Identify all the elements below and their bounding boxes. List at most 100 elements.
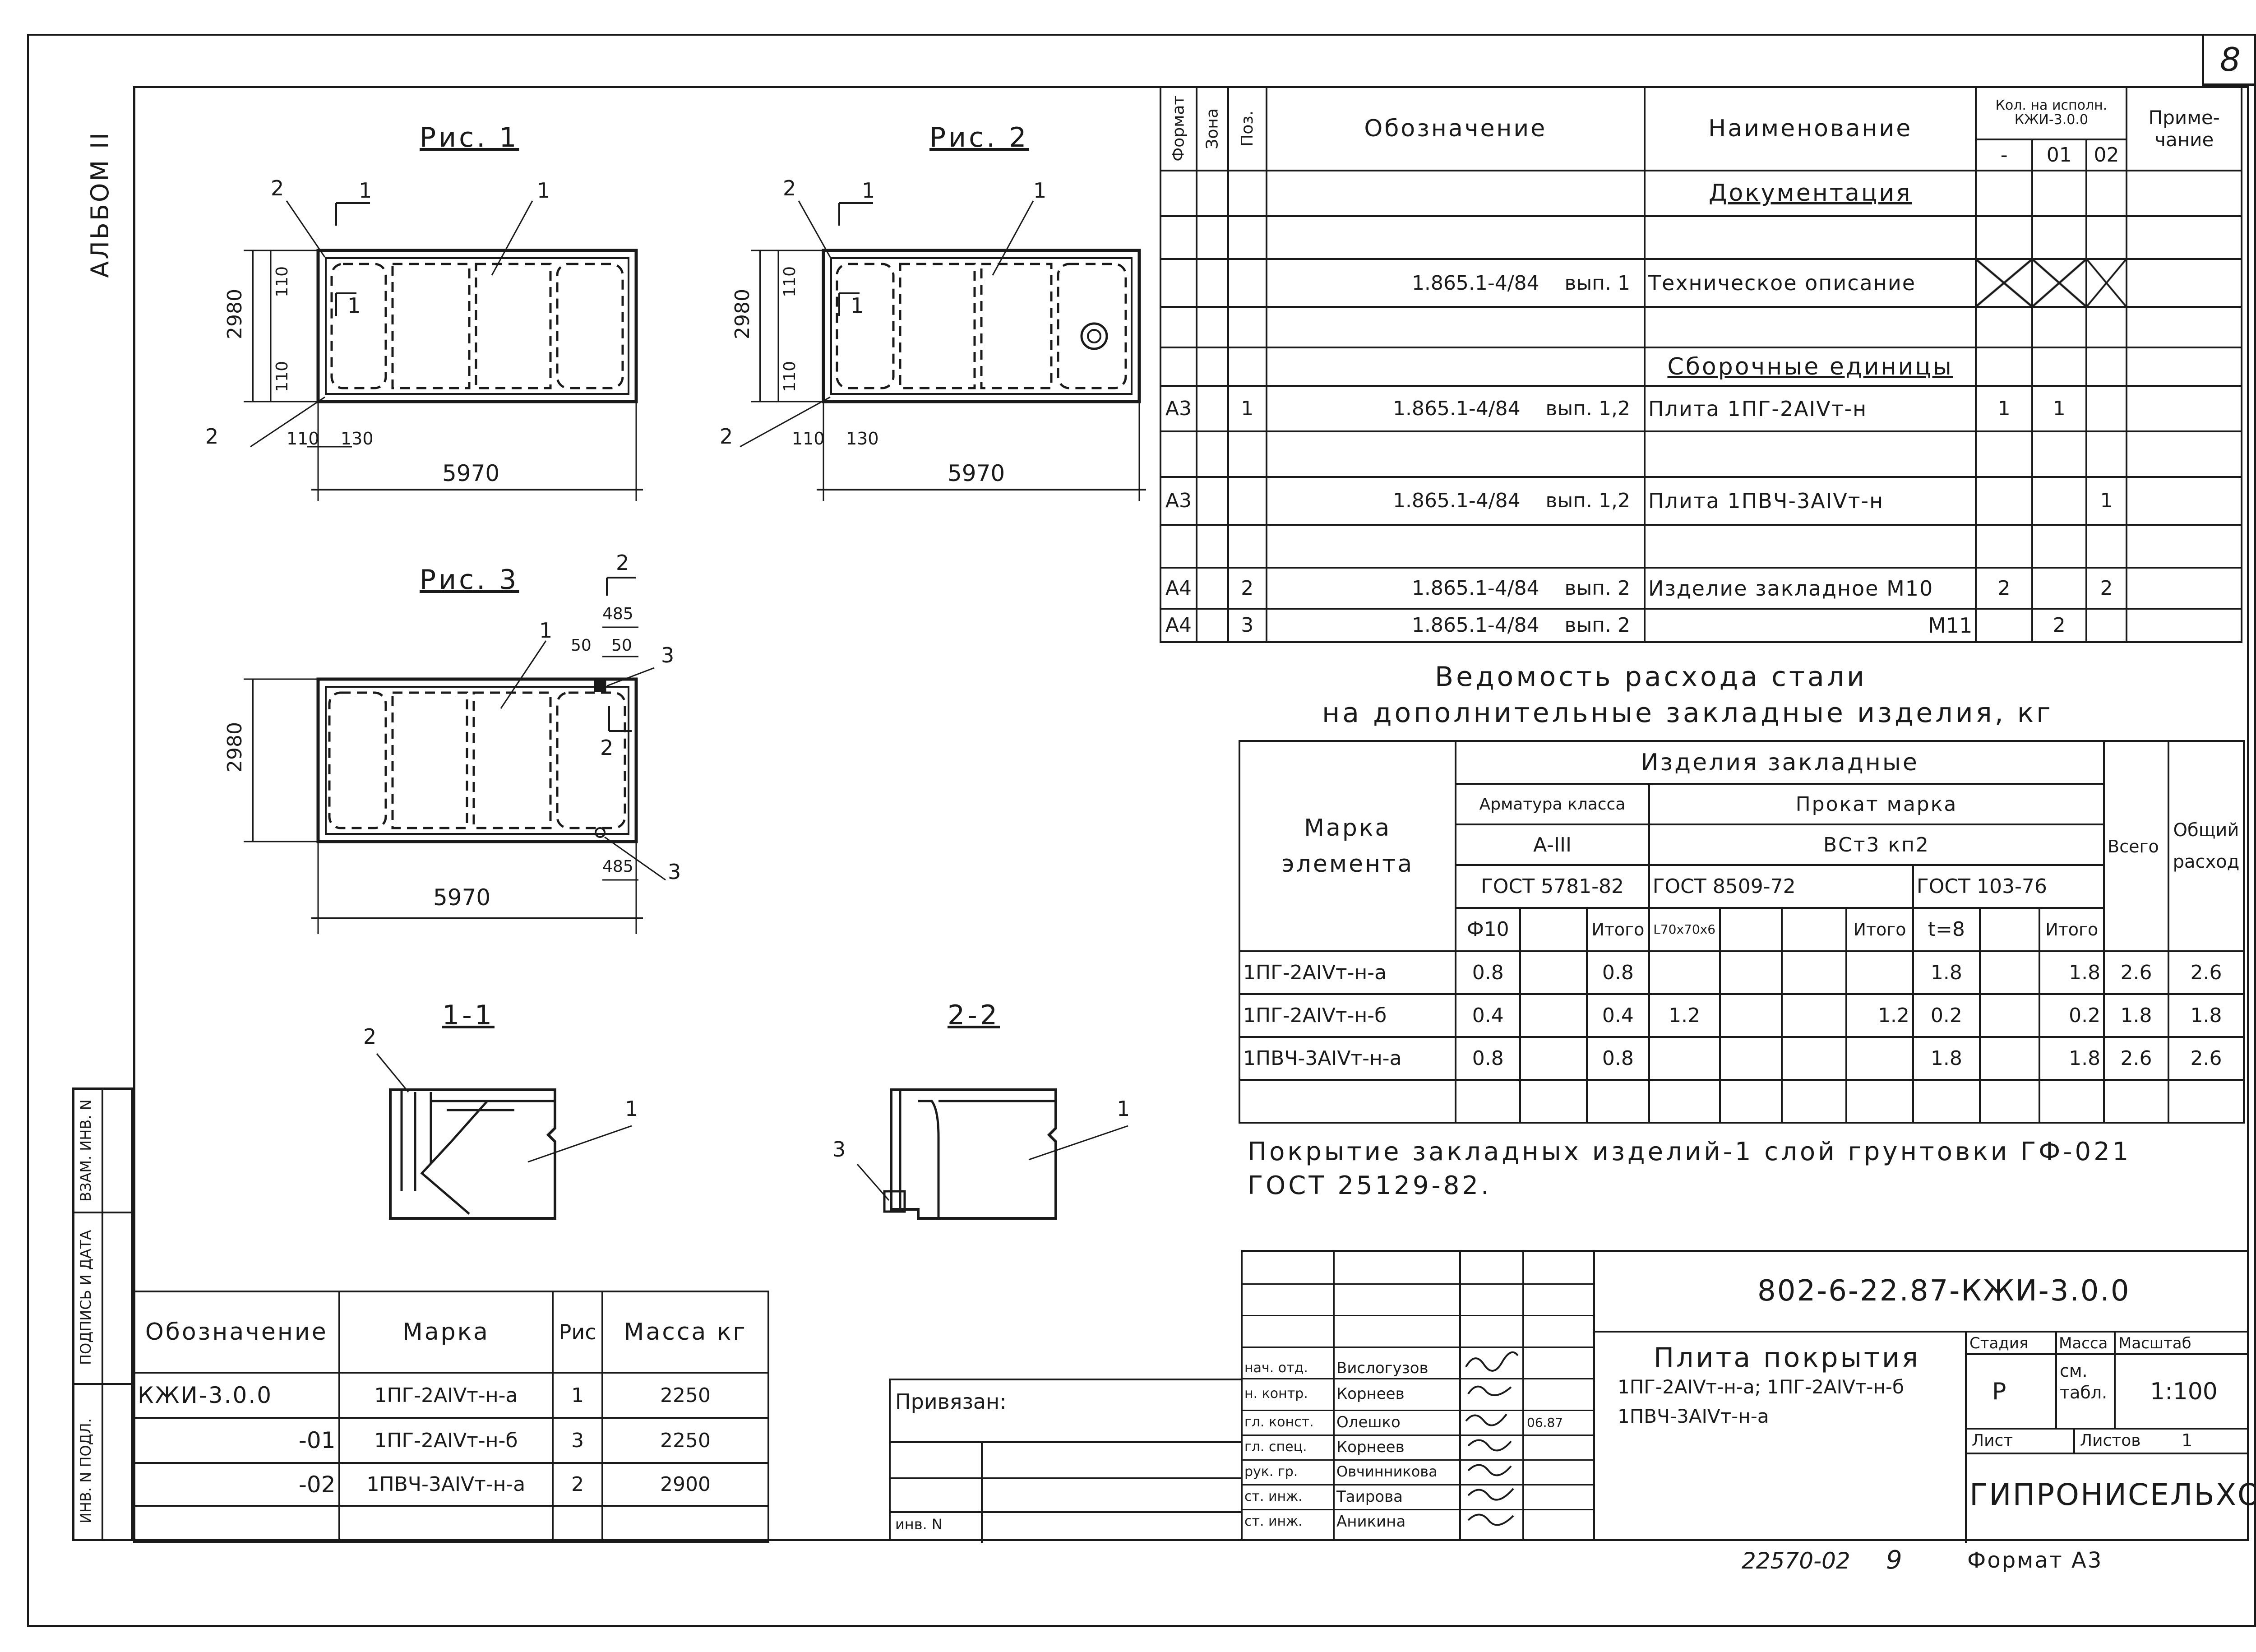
fig3-callout-5: 3	[668, 860, 681, 884]
steel-ci: 1.8	[2039, 950, 2105, 995]
steel-tot: 2.6	[2103, 950, 2169, 995]
spec-des: 1.865.1-4/84	[1392, 489, 1521, 513]
steel-ci: 1.8	[2039, 1036, 2105, 1081]
approval-date: 06.87	[1527, 1415, 1563, 1430]
fig2-slab	[822, 249, 1141, 403]
spec-des: 1.865.1-4/84	[1411, 614, 1539, 637]
steel-b: 1.2	[1648, 993, 1721, 1038]
fig2-dim-length: 5970	[948, 460, 1005, 486]
steel-h-mark: Марка элемента	[1238, 740, 1457, 952]
var-row-3: -02 1ПВЧ-3АIVт-н-а 2 2900	[133, 1462, 769, 1507]
var-fig: 3	[552, 1417, 604, 1464]
var-h-des: Обозначение	[133, 1291, 340, 1374]
fig2-callout-5: 1	[1033, 178, 1047, 203]
steel-h-itogo-a: Итого	[1586, 907, 1650, 952]
steel-title-2: на дополнительные закладные изделия, кг	[1322, 697, 2053, 729]
spec-issue: вып. 1,2	[1545, 489, 1630, 513]
section-2-2-title: 2-2	[948, 1000, 1000, 1031]
title-sheets: 1	[2182, 1430, 2193, 1450]
spec-issue: вып. 2	[1564, 614, 1630, 637]
fig3-callout-3: 3	[661, 643, 675, 667]
fig1-callout-1: 1	[359, 178, 372, 203]
spec-pos: 3	[1227, 607, 1267, 643]
steel-tot: 1.8	[2103, 993, 2169, 1038]
steel-c: 0.2	[1912, 993, 1981, 1038]
sec11-callout-1: 1	[625, 1097, 638, 1121]
var-des: -02	[133, 1462, 340, 1507]
steel-row-1: 1ПГ-2АIVт-н-а 0.8 0.8 1.8 1.8 2.6 2.6	[1238, 950, 2245, 995]
stamp-original-inv: ИНВ. N ПОДЛ.	[77, 1418, 94, 1524]
spec-pos	[1227, 476, 1267, 526]
steel-c: 1.8	[1912, 950, 1981, 995]
approval-role: рук. гр.	[1244, 1464, 1298, 1480]
fig2-dim-edge: 110	[792, 429, 825, 449]
approval-name: Вислогузов	[1336, 1359, 1428, 1377]
spec-q2	[2085, 385, 2128, 432]
spec-section-docs: Документация	[1643, 169, 1977, 217]
title-block: 802-6-22.87-КЖИ-3.0.0 Плита покрытия 1ПГ…	[1595, 1250, 2256, 1543]
steel-c: 1.8	[1912, 1036, 1981, 1081]
steel-ai: 0.8	[1586, 950, 1650, 995]
fig2-callout-4: 2	[720, 424, 733, 449]
var-fig: 1	[552, 1372, 604, 1419]
section-1-1	[389, 1088, 556, 1220]
sec22-callout-3: 3	[832, 1137, 846, 1161]
approval-name: Олешко	[1336, 1413, 1401, 1431]
steel-bi	[1845, 1036, 1914, 1081]
fig3-callout-4: 2	[600, 736, 614, 760]
spec-row-docs: 1.865.1-4/84 вып. 1 Техническое описание	[1160, 258, 2242, 308]
steel-table: Марка элемента Изделия закладные Всего О…	[1238, 740, 2245, 1124]
spec-q2	[2085, 607, 2128, 643]
fig3-dim-bottom: 485	[602, 857, 633, 876]
title-mass: см. табл.	[2060, 1361, 2108, 1402]
spec-table: Формат Зона Поз. Обозначение Наименовани…	[1160, 86, 2242, 643]
spec-h-q1: 01	[2031, 138, 2087, 171]
spec-h-q0: -	[1975, 138, 2033, 171]
var-mark: 1ПГ-2АIVт-н-а	[338, 1372, 554, 1419]
steel-h-gost-c: ГОСТ 103-76	[1912, 864, 2105, 909]
approval-role: гл. конст.	[1244, 1414, 1314, 1430]
footer-inv: 22570-02	[1742, 1548, 1850, 1574]
approval-name: Корнеев	[1336, 1438, 1405, 1456]
title-stage-h: Стадия	[1969, 1334, 2029, 1352]
fig1-slab	[316, 249, 638, 403]
spec-q0	[1975, 476, 2033, 526]
fig2-callout-3: 1	[851, 293, 864, 318]
spec-des: 1.865.1-4/84	[1411, 271, 1539, 295]
approvals-block: нач. отд. Вислогузов н. контр. Корнеев г…	[1241, 1250, 1595, 1541]
title-mass-h: Масса	[2059, 1334, 2108, 1352]
steel-ai: 0.4	[1586, 993, 1650, 1038]
section-1-1-title: 1-1	[442, 1000, 495, 1031]
footer-format: Формат А3	[1967, 1548, 2103, 1573]
spec-name: Плита 1ПВЧ-3АIVт-н	[1643, 476, 1977, 526]
spec-issue: вып. 1,2	[1545, 397, 1630, 421]
spec-pos: 2	[1227, 567, 1267, 610]
title-org: ГИПРОНИСЕЛЬХОЗ	[1969, 1477, 2256, 1512]
spec-fmt: А4	[1160, 607, 1197, 643]
fig3-dim-b: 50	[611, 636, 632, 655]
approval-role: н. контр.	[1244, 1386, 1308, 1402]
steel-a: 0.8	[1455, 950, 1521, 995]
var-row-1: КЖИ-3.0.0 1ПГ-2АIVт-н-а 1 2250	[133, 1372, 769, 1419]
outer-frame	[27, 34, 2256, 1627]
fig3-slab	[316, 677, 638, 843]
spec-pos: 1	[1227, 385, 1267, 432]
signatures	[1465, 1351, 1519, 1526]
var-row-2: -01 1ПГ-2АIVт-н-б 3 2250	[133, 1417, 769, 1464]
fig2-callout-2: 2	[783, 176, 796, 200]
steel-row-3: 1ПВЧ-3АIVт-н-а 0.8 0.8 1.8 1.8 2.6 2.6	[1238, 1036, 2245, 1081]
var-mark: 1ПГ-2АIVт-н-б	[338, 1417, 554, 1464]
fig1-dim-height: 2980	[223, 289, 246, 339]
steel-h-angle: L70x70x6	[1648, 907, 1721, 952]
steel-h-t8: t=8	[1912, 907, 1981, 952]
approval-name: Корнеев	[1336, 1385, 1405, 1403]
spec-section-units: Сборочные единицы	[1643, 347, 1977, 387]
var-fig: 2	[552, 1462, 604, 1507]
approval-name: Овчинникова	[1336, 1463, 1438, 1480]
spec-row-3: А4 2 1.865.1-4/84 вып. 2 Изделие закладн…	[1160, 567, 2242, 610]
steel-b	[1648, 950, 1721, 995]
spec-q1: 1	[2031, 385, 2087, 432]
sheet-number: 8	[2220, 41, 2241, 79]
fig1-callout-5: 1	[537, 178, 550, 203]
fig3-dim-length: 5970	[433, 884, 491, 911]
